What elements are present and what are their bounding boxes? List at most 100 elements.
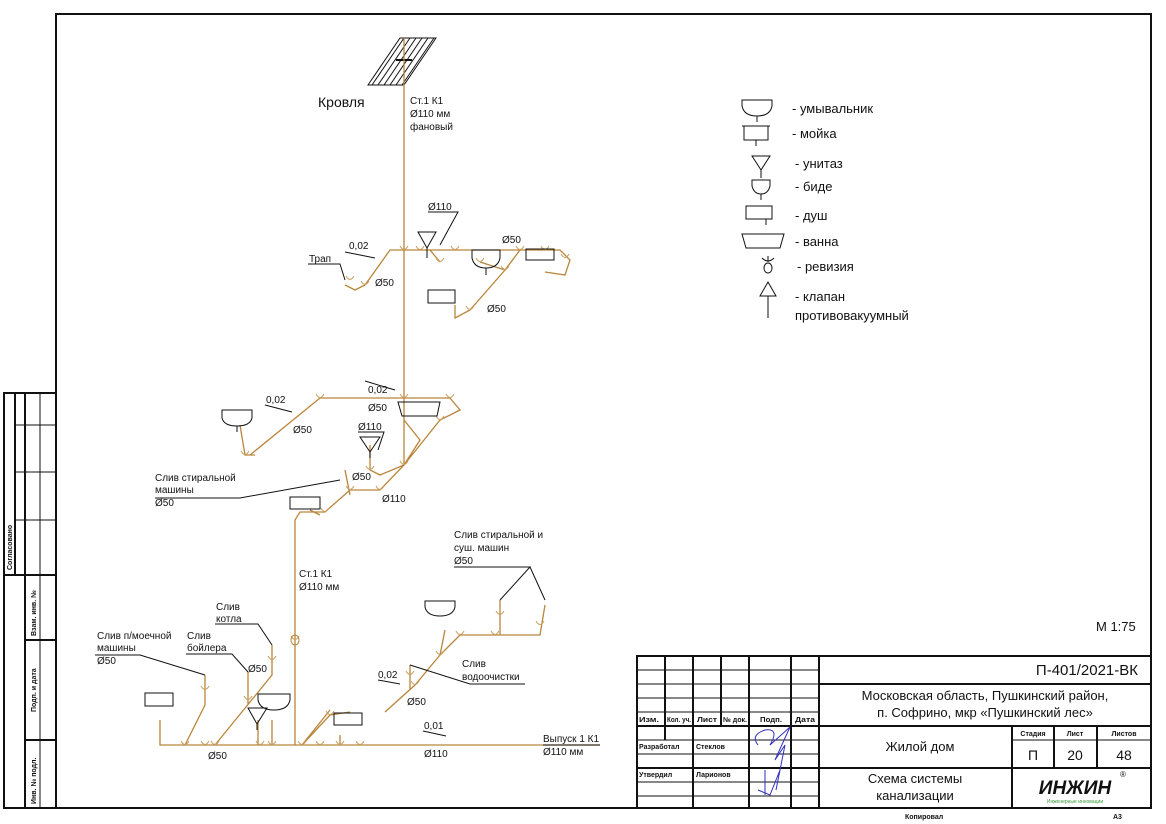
svg-text:- унитаз: - унитаз bbox=[795, 156, 843, 171]
svg-text:- биде: - биде bbox=[795, 179, 832, 194]
diameter-label: Ø110 bbox=[358, 422, 382, 433]
diameter-label: Ø110 bbox=[382, 494, 406, 505]
riser-mid-diameter: Ø110 мм bbox=[299, 582, 339, 593]
document-code: П-401/2021-ВК bbox=[1036, 662, 1138, 679]
pipe-fitting bbox=[495, 610, 505, 615]
sink-icon bbox=[742, 125, 770, 146]
svg-text:- душ: - душ bbox=[795, 208, 827, 223]
wash-dry-drain-3: Ø50 bbox=[454, 556, 473, 567]
pipe-fitting bbox=[345, 485, 355, 490]
pipe-fitting bbox=[297, 740, 307, 745]
revision-icon bbox=[290, 634, 300, 646]
diameter-label: Ø110 bbox=[424, 749, 448, 760]
washer-drain-2: машины bbox=[155, 485, 194, 496]
outlet-name: Выпуск 1 К1 bbox=[543, 734, 599, 745]
pipe-fitting bbox=[267, 740, 277, 745]
diameter-label: Ø50 bbox=[293, 425, 312, 436]
svg-text:- клапан: - клапан bbox=[795, 289, 845, 304]
toilet-icon bbox=[417, 231, 437, 258]
pipe-fitting bbox=[500, 265, 510, 270]
sheet-header: Лист bbox=[1067, 731, 1084, 738]
bidet-icon bbox=[751, 179, 771, 200]
title-block bbox=[636, 655, 1152, 809]
diameter-label: Ø50 bbox=[208, 751, 227, 762]
sheet-value: 20 bbox=[1067, 747, 1083, 763]
pipe-fitting bbox=[399, 393, 409, 398]
company-logo: ИНЖИН bbox=[1039, 778, 1113, 799]
pipe-fitting bbox=[200, 740, 210, 745]
svg-text:- мойка: - мойка bbox=[792, 126, 837, 141]
boiler-drain-1: Слив bbox=[187, 631, 211, 642]
pipe-fitting bbox=[360, 280, 370, 285]
pipe-fitting bbox=[325, 710, 335, 715]
pipe-fitting bbox=[320, 507, 330, 512]
diameter-label: Ø50 bbox=[502, 235, 521, 246]
legend: - умывальник - мойка - унитаз - биде - д… bbox=[741, 99, 909, 323]
scale-label: М 1:75 bbox=[1096, 619, 1136, 634]
slope-label: 0,02 bbox=[266, 395, 286, 406]
svg-text:- умывальник: - умывальник bbox=[792, 101, 873, 116]
pipe-fitting bbox=[475, 257, 485, 262]
riser-mid-name: Ст.1 К1 bbox=[299, 569, 333, 580]
fixtures bbox=[144, 231, 555, 730]
trap-label: Трап bbox=[309, 254, 331, 265]
pipe-fitting bbox=[465, 305, 475, 310]
pipe-fitting bbox=[355, 740, 365, 745]
kettle-drain-1: Слив bbox=[216, 602, 240, 613]
address-line-2: п. Софрино, мкр «Пушкинский лес» bbox=[877, 705, 1093, 720]
boiler-drain-2: бойлера bbox=[187, 642, 227, 654]
pipe-fitting bbox=[315, 740, 325, 745]
washbasin-icon bbox=[221, 409, 253, 432]
toilet-icon bbox=[751, 155, 771, 178]
diameter-label: Ø50 bbox=[352, 472, 371, 483]
header-date: Дата bbox=[795, 717, 815, 724]
sheet-title-2: канализации bbox=[876, 788, 954, 803]
stamp-sign-date: Подп. и дата bbox=[31, 668, 38, 712]
pipe-fitting bbox=[445, 393, 455, 398]
slope-label: 0,02 bbox=[349, 241, 369, 252]
pipe-fitting bbox=[490, 630, 500, 635]
leader-lines bbox=[95, 211, 600, 746]
shower-icon bbox=[333, 712, 363, 726]
registered-mark: ® bbox=[1120, 770, 1126, 779]
washbasin-icon bbox=[741, 99, 773, 122]
pipe-fitting bbox=[450, 245, 460, 250]
toilet-icon bbox=[247, 707, 268, 730]
pipe-fittings bbox=[180, 245, 570, 745]
pipe-fitting bbox=[335, 740, 345, 745]
developed-name: Стеклов bbox=[696, 744, 726, 751]
pipe-fitting bbox=[365, 465, 375, 470]
pipe-fitting bbox=[535, 620, 545, 625]
washbasin-icon bbox=[424, 600, 456, 617]
pipe-fitting bbox=[399, 460, 409, 465]
header-doc-no: № док. bbox=[723, 716, 747, 724]
water-treatment-drain-2: водоочистки bbox=[462, 672, 520, 683]
copied-label: Копировал bbox=[905, 814, 943, 821]
approved-name: Ларионов bbox=[696, 772, 731, 779]
washbasin-icon bbox=[257, 693, 291, 711]
slope-label: 0,01 bbox=[424, 721, 444, 732]
wash-dry-drain-1: Слив стиральной и bbox=[454, 530, 543, 541]
stamp-agreed: Согласовано bbox=[7, 525, 14, 570]
outlet-diameter: Ø110 мм bbox=[543, 747, 583, 758]
pipe-fitting bbox=[415, 245, 425, 250]
pipe-fitting bbox=[240, 450, 250, 455]
shower-icon bbox=[289, 496, 321, 510]
pipe-fitting bbox=[267, 655, 277, 660]
washer-drain-1: Слив стиральной bbox=[155, 473, 236, 484]
pipe-fitting bbox=[255, 740, 265, 745]
signature bbox=[754, 726, 791, 796]
dishwasher-drain-1: Слив п/моечной bbox=[97, 631, 171, 642]
pipe-fitting bbox=[560, 253, 570, 258]
format-label: А3 bbox=[1113, 814, 1122, 821]
sink-icon bbox=[144, 692, 174, 707]
wash-dry-drain-2: суш. машин bbox=[454, 543, 509, 554]
shower-icon bbox=[525, 248, 555, 261]
pipe-fitting bbox=[515, 245, 525, 250]
header-change: Изм. bbox=[639, 717, 659, 724]
developed-role: Разработал bbox=[639, 743, 679, 751]
riser-top-type: фановый bbox=[410, 121, 453, 133]
svg-text:- ревизия: - ревизия bbox=[797, 259, 854, 274]
address-line-1: Московская область, Пушкинский район, bbox=[862, 688, 1109, 703]
pipe-fitting bbox=[345, 275, 355, 280]
